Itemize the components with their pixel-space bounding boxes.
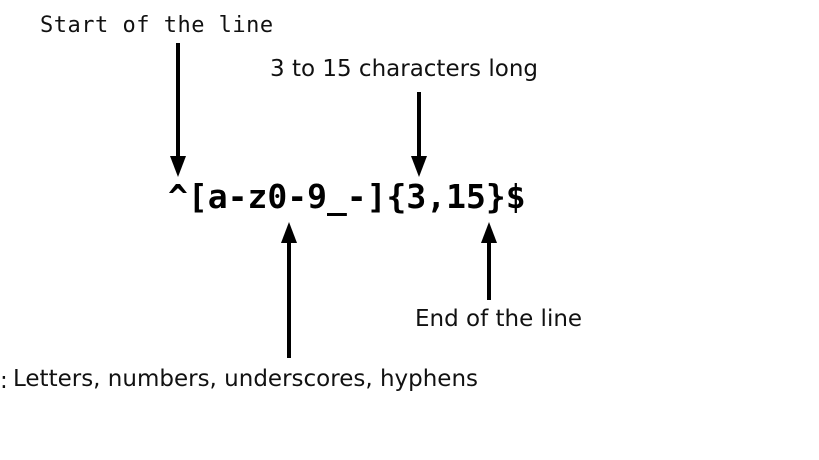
arrow-quantifier-down-icon [411, 92, 427, 177]
annotation-label-quantifier: 3 to 15 characters long [270, 56, 538, 82]
arrow-character-class-up-icon [281, 222, 297, 358]
regex-expression: ^[a-z0-9_-]{3,15}$ [168, 177, 526, 216]
annotation-label-character-class: Letters, numbers, underscores, hyphens [13, 366, 479, 392]
arrow-end-anchor-up-icon [481, 222, 497, 300]
arrow-start-anchor-down-icon [170, 43, 186, 177]
annotation-label-start-anchor: Start of the line [40, 13, 274, 38]
clipped-edge-glyph: : [0, 368, 7, 394]
annotation-label-end-anchor: End of the line [415, 306, 583, 332]
